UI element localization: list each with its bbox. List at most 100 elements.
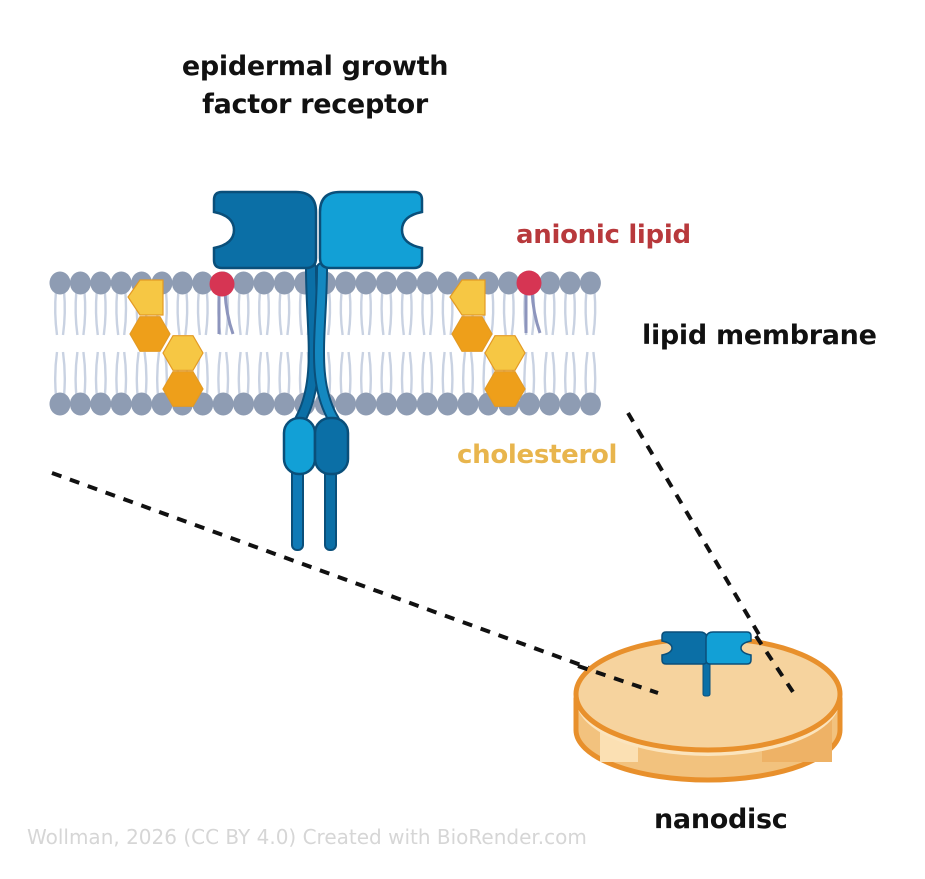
lipid-head <box>49 392 71 416</box>
lipid-tail <box>74 351 79 397</box>
lipid-tail <box>217 351 222 397</box>
lipid-tail <box>156 351 161 397</box>
lipid-tail <box>258 351 263 397</box>
lipid-tail <box>74 290 79 336</box>
nanodisc-receptor-icon <box>661 631 752 697</box>
lipid-head <box>253 271 275 295</box>
lipid-tail <box>367 290 372 336</box>
lipid-tail <box>551 290 556 336</box>
lipid-tail <box>265 290 270 336</box>
lipid-tail <box>360 290 365 336</box>
cholesterol-ring <box>162 371 204 407</box>
receptor-transmembrane-helix <box>315 264 338 424</box>
lipid-tail <box>102 290 107 336</box>
lipid-head <box>498 271 520 295</box>
lipid-head <box>151 392 173 416</box>
receptor-kinase-domain-right <box>313 416 350 476</box>
lipid-tail <box>360 351 365 397</box>
lipid-tail <box>115 351 120 397</box>
lipid-tail <box>327 290 332 336</box>
lipid-head <box>579 271 601 295</box>
receptor-label-line1: epidermal growth <box>181 51 449 82</box>
lipid-tail <box>543 351 548 397</box>
lipid-tail <box>245 290 250 336</box>
lipid-head <box>559 392 581 416</box>
lipid-head <box>253 392 275 416</box>
lipid-tail <box>571 290 576 336</box>
anionic-lipid-label: anionic lipid <box>516 220 691 250</box>
lipid-tail <box>298 351 303 397</box>
mini-receptor-stalk <box>702 659 711 697</box>
lipid-head <box>375 392 397 416</box>
lipid-tail <box>61 290 66 336</box>
lipid-head <box>49 271 71 295</box>
lipid-tail <box>592 290 597 336</box>
lipid-tail <box>551 351 556 397</box>
lipid-tail <box>531 351 536 397</box>
lipid-tail <box>258 290 263 336</box>
cholesterol-ring <box>162 335 204 371</box>
cholesterol-ring <box>451 316 493 352</box>
lipid-tail <box>408 290 413 336</box>
anionic-lipid-head <box>516 270 542 296</box>
receptor-kinase-domain-left <box>282 416 317 476</box>
lipid-tail <box>592 351 597 397</box>
lipid-tail <box>571 351 576 397</box>
lipid-head <box>518 392 540 416</box>
lipid-tail <box>82 290 87 336</box>
cholesterol-ring <box>449 279 486 316</box>
lipid-tail <box>543 290 548 336</box>
lipid-tail <box>462 351 467 397</box>
lipid-tail <box>115 290 120 336</box>
lipid-tail <box>339 290 344 336</box>
lipid-head <box>355 392 377 416</box>
lipid-tail <box>102 351 107 397</box>
cholesterol-ring <box>129 316 171 352</box>
lipid-head <box>90 392 112 416</box>
receptor-label-line2: factor receptor <box>202 89 428 120</box>
lipid-tail <box>441 290 446 336</box>
lipid-tail <box>327 351 332 397</box>
receptor-extracellular-domain-right <box>318 190 424 270</box>
lipid-tail <box>510 290 515 336</box>
lipid-head <box>437 271 459 295</box>
credit-text: Wollman, 2026 (CC BY 4.0) Created with B… <box>27 825 587 849</box>
nanodisc-label: nanodisc <box>654 804 788 835</box>
lipid-head <box>335 392 357 416</box>
lipid-tail <box>449 351 454 397</box>
lipid-tail <box>204 351 209 397</box>
lipid-tail <box>400 351 405 397</box>
lipid-head <box>375 271 397 295</box>
lipid-tail <box>584 290 589 336</box>
lipid-tail <box>278 290 283 336</box>
lipid-head <box>437 392 459 416</box>
mini-receptor-right-domain <box>705 631 752 665</box>
lipid-tail <box>523 351 528 397</box>
lipid-tail <box>388 351 393 397</box>
lipid-tail <box>502 290 507 336</box>
lipid-tail <box>54 351 59 397</box>
lipid-tail <box>469 351 474 397</box>
cholesterol-ring <box>484 371 526 407</box>
receptor-extracellular-domain-left <box>212 190 318 270</box>
cholesterol-molecule <box>449 279 526 407</box>
lipid-tail <box>135 351 140 397</box>
lipid-head <box>233 271 255 295</box>
lipid-head <box>457 392 479 416</box>
lipid-tail <box>82 351 87 397</box>
lipid-tail <box>94 290 99 336</box>
lipid-tail <box>61 351 66 397</box>
lipid-tail <box>94 351 99 397</box>
lipid-tail <box>367 351 372 397</box>
lipid-head <box>559 271 581 295</box>
lipid-head <box>396 271 418 295</box>
zoom-line-tips <box>577 634 795 695</box>
lipid-tail <box>265 351 270 397</box>
lipid-tail <box>237 351 242 397</box>
lipid-tail <box>380 290 385 336</box>
lipid-tail <box>441 351 446 397</box>
lipid-tail <box>482 351 487 397</box>
egfr-receptor <box>212 190 424 551</box>
lipid-tail <box>347 351 352 397</box>
lipid-tail <box>184 290 189 336</box>
